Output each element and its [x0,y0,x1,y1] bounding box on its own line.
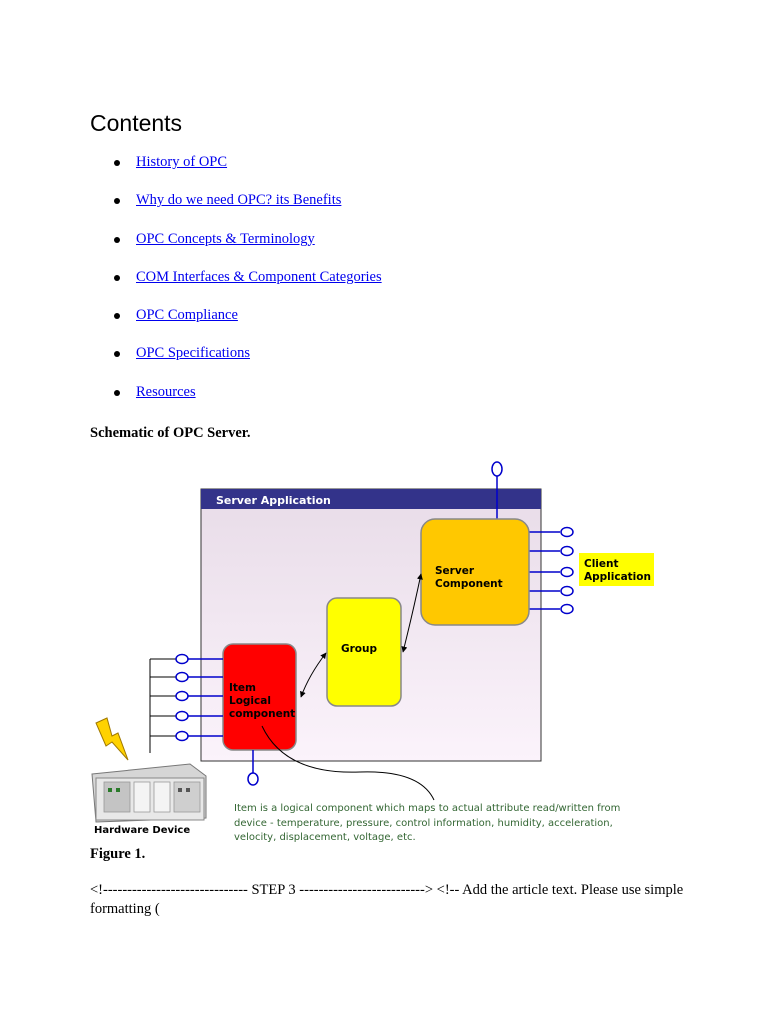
item-label-line2: Logical [229,695,271,707]
bullet-icon [114,313,120,320]
server-component-line1: Server [435,565,475,577]
item-label-line3: component [229,708,295,720]
server-title-bar [201,489,541,509]
client-connectors [528,526,574,615]
toc-link-com-interfaces[interactable]: COM Interfaces & Component Categories [136,268,382,285]
item-component-box [222,643,297,751]
server-component-line2: Component [435,578,503,590]
page-title: Contents [90,110,183,136]
toc-link-specifications[interactable]: OPC Specifications [136,345,250,362]
step-text: <!------------------------------ STEP 3 … [90,882,684,917]
group-box [326,597,402,707]
hardware-device-label: Hardware Device [94,825,190,836]
server-title: Server Application [216,494,331,507]
item-note-line3: velocity, displacement, voltage, etc. [234,832,416,843]
group-label: Group [341,643,377,655]
connector-icon [491,461,503,477]
client-application-highlight [579,553,654,586]
bullet-icon [114,274,120,281]
bullet-icon [114,351,120,358]
toc-link-compliance[interactable]: OPC Compliance [136,307,238,324]
toc-link-resources[interactable]: Resources [136,383,196,400]
lightning-bolt-icon [95,717,129,761]
bullet-icon [114,389,120,396]
figure-label: Figure 1. [90,846,146,862]
client-label-line2: Application [584,571,651,583]
item-label-line1: Item [229,682,256,694]
toc-link-history[interactable]: History of OPC [136,154,228,170]
device-connectors [149,653,223,753]
bullet-icon [114,160,120,166]
server-component-box [420,518,530,626]
arrow-item-group [300,652,327,698]
schematic-caption: Schematic of OPC Server. [90,425,251,441]
hardware-device-icon [91,763,207,823]
item-note-line2: device - temperature, pressure, control … [234,818,613,829]
bullet-icon [114,236,120,243]
item-note-line1: Item is a logical component which maps t… [234,803,620,814]
bullet-icon [114,198,120,205]
note-pointer-line [261,725,435,801]
toc-link-concepts[interactable]: OPC Concepts & Terminology [136,230,315,247]
client-label-line1: Client [584,558,619,570]
arrow-group-server [401,573,423,653]
connector-icon [247,772,259,786]
toc-link-benefits[interactable]: Why do we need OPC? its Benefits [136,192,342,209]
